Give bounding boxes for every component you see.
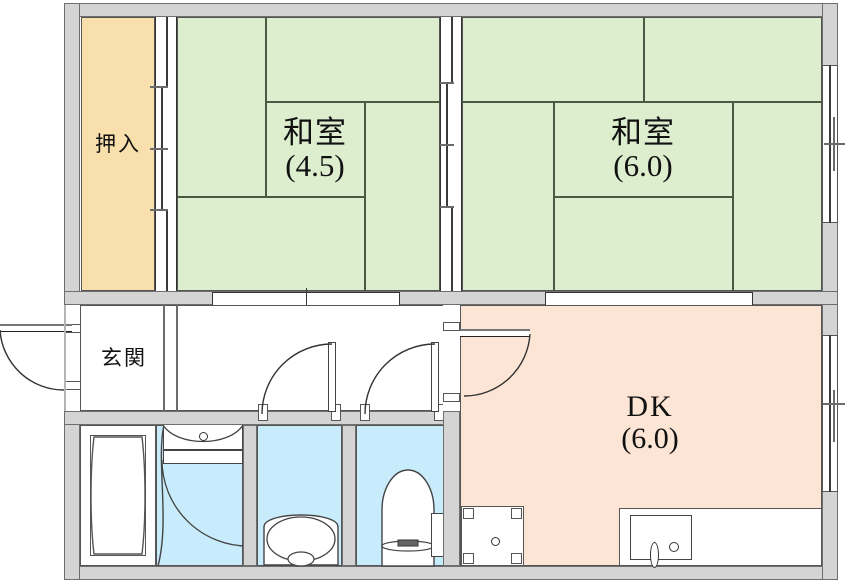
entrance-door-leaf[interactable] [0, 324, 72, 332]
bathtub-inner-shape [90, 436, 146, 555]
kitchen-faucet [650, 542, 659, 568]
wall-wc-left-wc-right [342, 425, 356, 566]
wc-right-door-swing-arc [364, 343, 436, 415]
oshiire-fusuma-tick-2 [150, 148, 168, 150]
dk-door-swing-arc [463, 333, 531, 397]
oshiire-fusuma-panel-line-a [166, 17, 168, 87]
washitsu-partition-tick-3 [440, 206, 454, 208]
oshiire-fusuma-tick-3 [150, 209, 168, 211]
oshiire-fusuma-track[interactable] [155, 17, 177, 291]
tatami45-line-5 [265, 101, 267, 197]
tatami45-line-3 [177, 196, 365, 198]
tatami45-line-1 [265, 17, 267, 102]
washitsu-partition-tick-2 [440, 144, 454, 146]
tatami60-line-4 [553, 196, 733, 198]
entrance-door-swing-arc [0, 329, 65, 391]
kitchen-sink-drain [669, 542, 679, 552]
wc-left-jamb-right [331, 404, 341, 421]
washitsu-partition-panel-a [451, 17, 453, 83]
washing-machine-corner-br [511, 553, 522, 564]
window-dk-slide-h [823, 403, 845, 405]
tatami60-line-5 [732, 101, 734, 291]
window-dk-mullion [829, 335, 831, 492]
tatami60-line-2 [462, 101, 822, 103]
tatami45-line-2 [265, 101, 440, 103]
outer-wall-left-lower [64, 420, 80, 580]
corridor-right-jamb-upper [443, 322, 460, 331]
washing-machine-drain [491, 537, 500, 546]
outer-wall-left-upper [64, 3, 80, 295]
fusuma-washitsu60-dk[interactable] [545, 292, 753, 306]
room-washitsu-45 [177, 17, 440, 291]
washitsu-partition-panel-c [451, 207, 453, 291]
fusuma-washitsu45-divider [306, 288, 308, 314]
bathroom-washroom-partition-curve [157, 424, 165, 567]
vanity-front-edge [163, 450, 243, 464]
washing-machine-corner-tr [511, 508, 522, 519]
genkan-step-divider [163, 305, 165, 411]
genkan-step-divider-2 [176, 305, 178, 411]
window-dk-slide-v [833, 390, 835, 442]
wall-wc-right-dk [443, 411, 460, 566]
room-washitsu-60 [462, 17, 822, 291]
washitsu-partition-track[interactable] [440, 17, 462, 291]
tatami60-line-1 [643, 17, 645, 102]
dk-doorway-opening [443, 305, 460, 411]
wc-left-door-swing-arc [261, 343, 333, 415]
tatami45-line-4 [364, 101, 366, 291]
washitsu-partition-tick-1 [440, 82, 454, 84]
vanity-faucet [199, 432, 208, 441]
outer-wall-bottom [64, 566, 838, 580]
washing-machine-corner-tl [463, 508, 474, 519]
wall-washroom-wc-left [243, 425, 257, 566]
toilet-right-fixture [381, 469, 435, 567]
window-washitsu60-slide-h [824, 143, 845, 145]
washroom-door-swing-arc [161, 459, 249, 547]
washing-machine-corner-bl [463, 553, 474, 564]
room-oshiire [81, 17, 155, 291]
dk-door-leaf[interactable] [460, 329, 530, 337]
oshiire-fusuma-tick-1 [150, 86, 168, 88]
wc-left-door-leaf[interactable] [328, 342, 336, 412]
corridor-right-jamb-lower [443, 393, 460, 402]
outer-wall-top [64, 3, 838, 17]
wc-right-door-leaf[interactable] [431, 342, 439, 412]
kitchen-sink-basin [630, 515, 692, 560]
oshiire-fusuma-panel-line-c [166, 210, 168, 291]
outer-left-edge-guide [64, 305, 66, 411]
toilet-left-fixture [263, 514, 339, 567]
